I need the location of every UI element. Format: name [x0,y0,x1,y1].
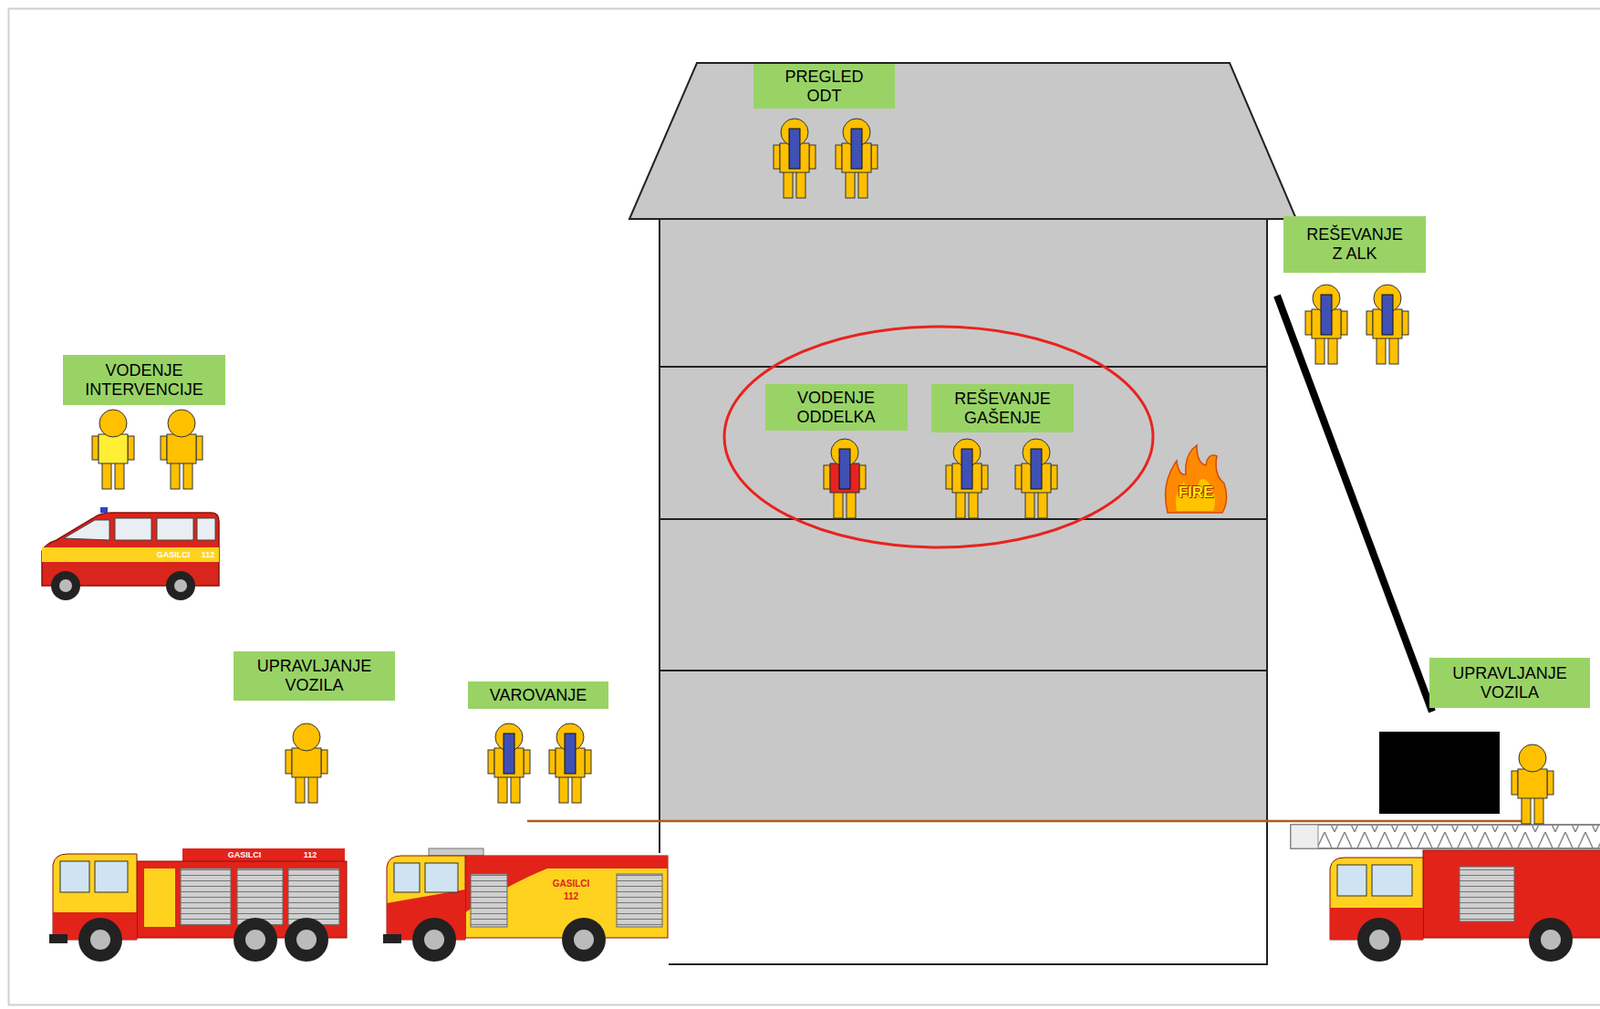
vehicle-marking: 112 [201,550,216,560]
role-text: VODENJE INTERVENCIJE [71,361,218,399]
firefighter [1305,284,1348,364]
role-text: VAROVANJE [489,685,587,706]
firefighter [160,409,203,489]
firefighter [835,118,878,198]
firefighter [285,723,328,803]
vehicle-marking: GASILCI [156,550,191,560]
role-label: REŠEVANJE Z ALK [1283,216,1426,273]
group-ellipse [724,326,1154,548]
role-label: UPRAVLJANJE VOZILA [233,651,395,701]
firefighter [92,409,135,489]
firefighter [773,118,816,198]
role-label: UPRAVLJANJE VOZILA [1429,657,1590,708]
firefighter [1015,438,1058,519]
ladder-turret [1379,731,1500,814]
role-text: UPRAVLJANJE VOZILA [241,656,388,695]
role-label: VAROVANJE [467,681,609,709]
role-label: VODENJE ODDELKA [765,384,908,431]
ladder-truck [1290,824,1600,962]
role-text: UPRAVLJANJE VOZILA [1436,664,1583,702]
vehicle-marking: 112 [303,850,318,860]
firefighter [549,723,592,803]
fire-text: FIRE [1178,483,1215,502]
firefighter [488,723,530,803]
fire-icon [1165,445,1227,513]
firefighter [1511,744,1554,824]
firefighter [1366,284,1409,364]
firefighter [945,438,988,519]
role-text: REŠEVANJE Z ALK [1299,225,1410,263]
role-text: PREGLED ODT [774,67,875,105]
fire-truck [49,848,347,962]
role-label: PREGLED ODT [753,63,895,109]
role-text: VODENJE ODDELKA [772,388,901,426]
vehicle-marking: 112 [563,891,579,902]
firefighters [92,118,1554,824]
vehicle-marking: GASILCI [552,878,591,889]
firefighter [823,438,866,519]
role-text: REŠEVANJE GAŠENJE [938,389,1067,427]
ladder-boom [1277,295,1433,712]
frame [9,9,1600,1006]
vehicle-marking: GASILCI [228,850,262,860]
role-label: VODENJE INTERVENCIJE [62,354,226,406]
command-van [41,507,219,601]
role-label: REŠEVANJE GAŠENJE [931,384,1074,433]
fire-truck [383,848,668,962]
